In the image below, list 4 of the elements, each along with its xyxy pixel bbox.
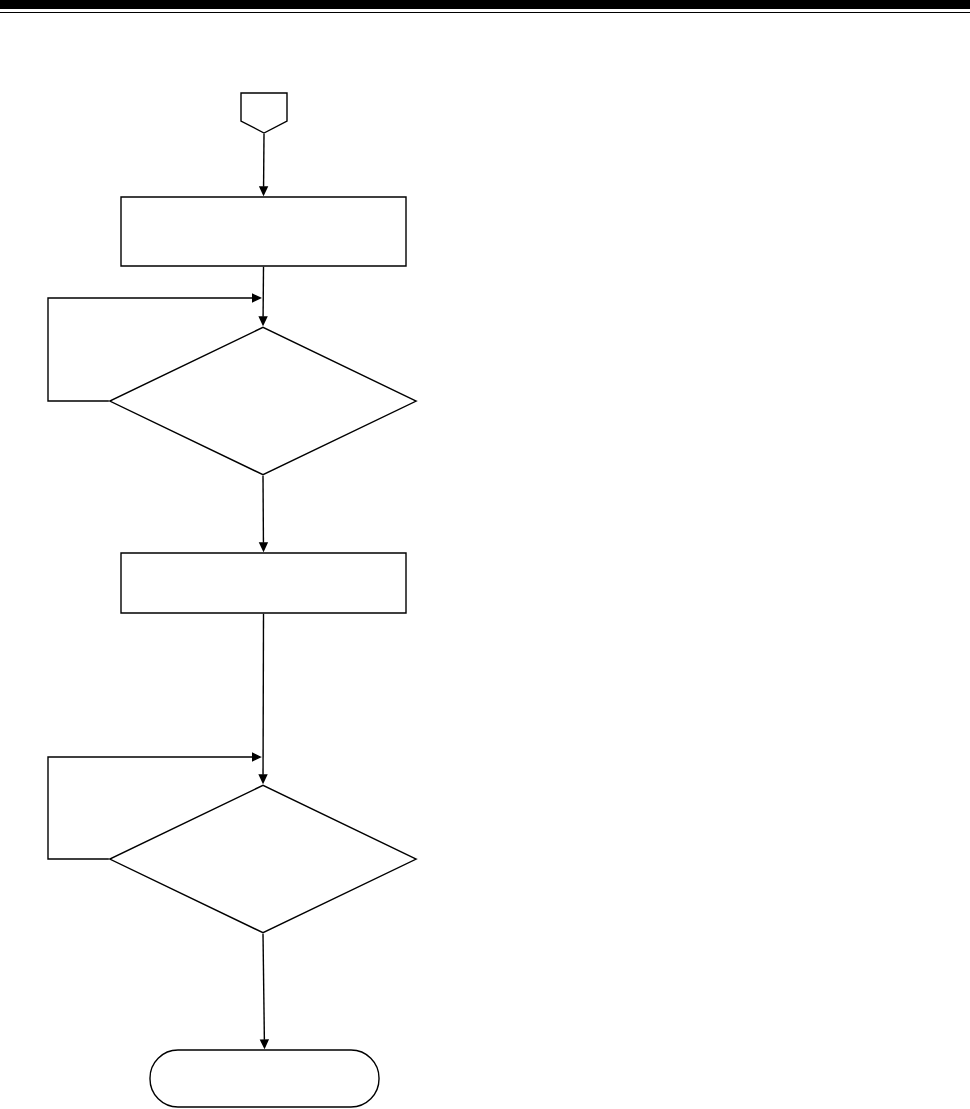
off-page-connector — [240, 92, 288, 134]
process-box — [120, 552, 407, 614]
process-box — [120, 196, 407, 267]
terminator-shape — [149, 1049, 380, 1108]
